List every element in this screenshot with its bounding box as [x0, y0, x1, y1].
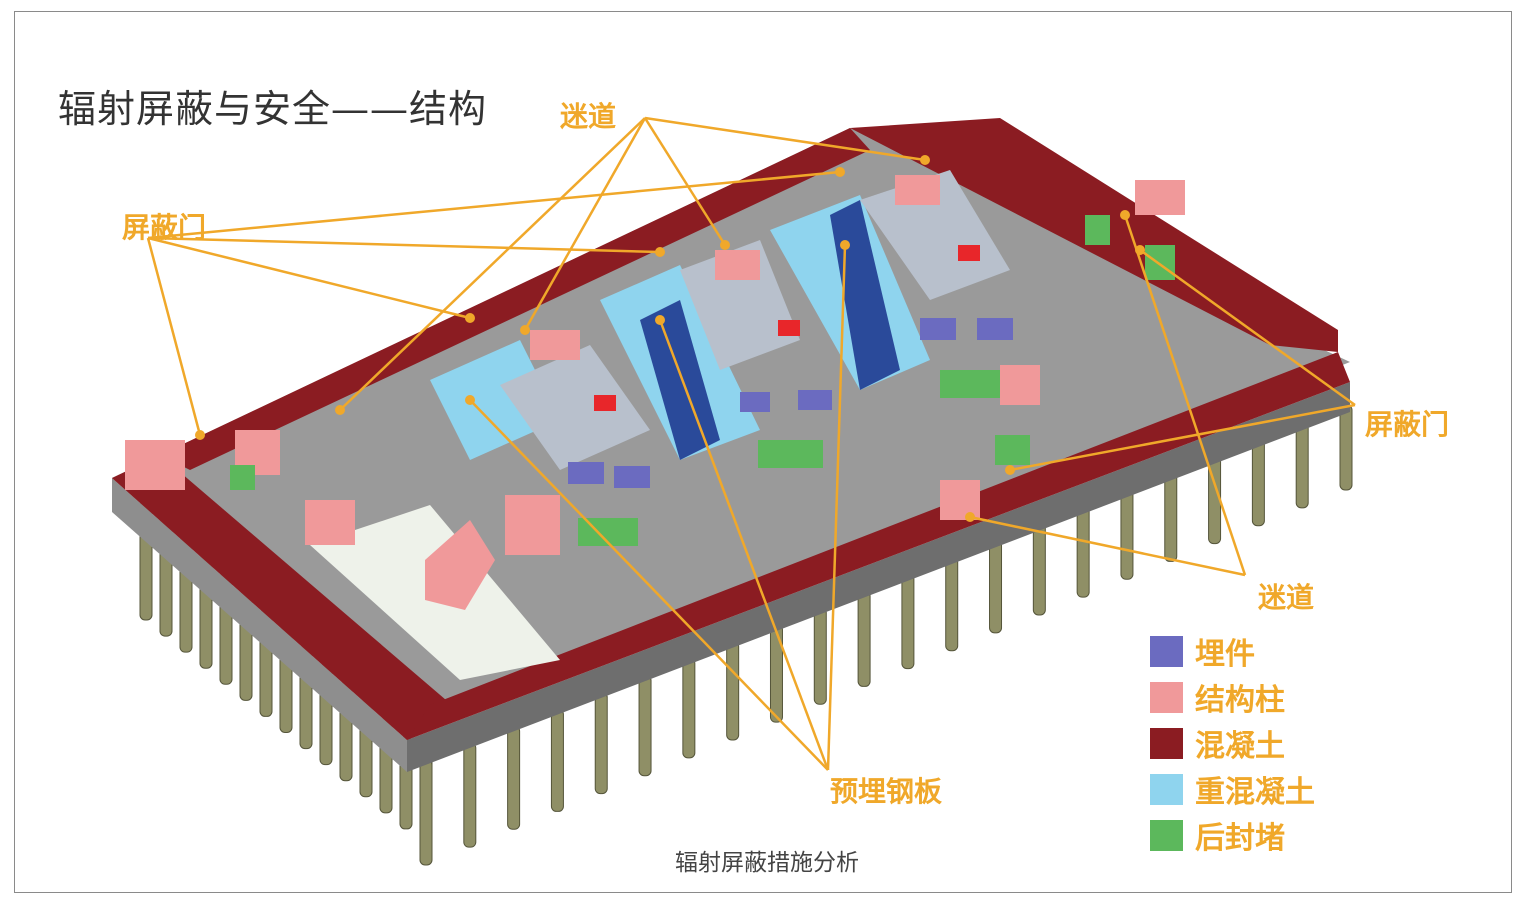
embedded-parts	[568, 318, 1013, 488]
foundation-pile	[419, 759, 433, 866]
label-door-right: 屏蔽门	[1365, 408, 1450, 441]
legend-swatch	[1150, 773, 1183, 805]
legend-label: 混凝土	[1195, 729, 1285, 764]
foundation-pile	[638, 674, 652, 777]
slab-front	[407, 382, 1350, 772]
foundation-pile	[507, 725, 521, 830]
legend-swatch	[1150, 819, 1183, 851]
label-maze-bottom: 迷道	[1258, 581, 1315, 614]
room-gray-1	[500, 345, 650, 470]
post-seals	[230, 215, 1175, 546]
red-markers	[594, 245, 980, 411]
foundation-pile	[594, 691, 608, 795]
foundation-pile	[682, 658, 696, 759]
label-embedded-plate: 预埋钢板	[830, 775, 943, 808]
foundation-pile	[945, 556, 959, 652]
label-maze-top: 迷道	[560, 100, 617, 133]
legend-label: 后封堵	[1195, 821, 1285, 856]
foundation-pile	[989, 539, 1003, 634]
slab-side	[112, 478, 407, 772]
label-door-left: 屏蔽门	[122, 211, 207, 244]
foundation-pile	[1076, 505, 1090, 598]
foundation-pile	[1339, 404, 1353, 491]
foundation-pile	[550, 708, 564, 812]
foundation-pile	[1032, 522, 1046, 616]
heavy-concrete-wall-2	[640, 300, 720, 460]
concrete-wall-front	[407, 352, 1350, 740]
concrete-wall-back	[160, 128, 870, 470]
foundation-pile	[726, 641, 740, 741]
foundation-pile	[901, 573, 915, 670]
structural-columns	[125, 175, 1185, 610]
concrete-wall-left	[112, 455, 460, 740]
leader-dots	[195, 155, 1145, 522]
legend-label: 结构柱	[1195, 683, 1285, 718]
legend-item: 结构柱	[1150, 674, 1350, 720]
foundation-pile	[1120, 489, 1134, 580]
foundation-pile	[463, 742, 477, 848]
foundation-pile	[1295, 421, 1309, 509]
figure-caption: 辐射屏蔽措施分析	[675, 850, 859, 876]
room-gray-2	[680, 240, 800, 370]
foundation-pile	[813, 607, 827, 705]
legend-swatch	[1150, 727, 1183, 759]
leader-lines	[146, 116, 1356, 771]
legend: 埋件 结构柱 混凝土 重混凝土 后封堵	[1150, 628, 1350, 858]
heavy-concrete-1	[430, 340, 560, 460]
legend-label: 埋件	[1195, 637, 1255, 672]
legend-swatch	[1150, 635, 1183, 667]
legend-label: 重混凝土	[1195, 775, 1315, 810]
legend-swatch	[1150, 681, 1183, 713]
legend-item: 混凝土	[1150, 720, 1350, 766]
figure-title: 辐射屏蔽与安全——结构	[58, 87, 488, 131]
foundation-pile	[1251, 438, 1265, 527]
foundation-pile	[857, 590, 871, 687]
legend-item: 后封堵	[1150, 812, 1350, 858]
foundation-pile	[1164, 472, 1178, 562]
legend-item: 埋件	[1150, 628, 1350, 674]
foundation-pile	[769, 624, 783, 723]
legend-item: 重混凝土	[1150, 766, 1350, 812]
